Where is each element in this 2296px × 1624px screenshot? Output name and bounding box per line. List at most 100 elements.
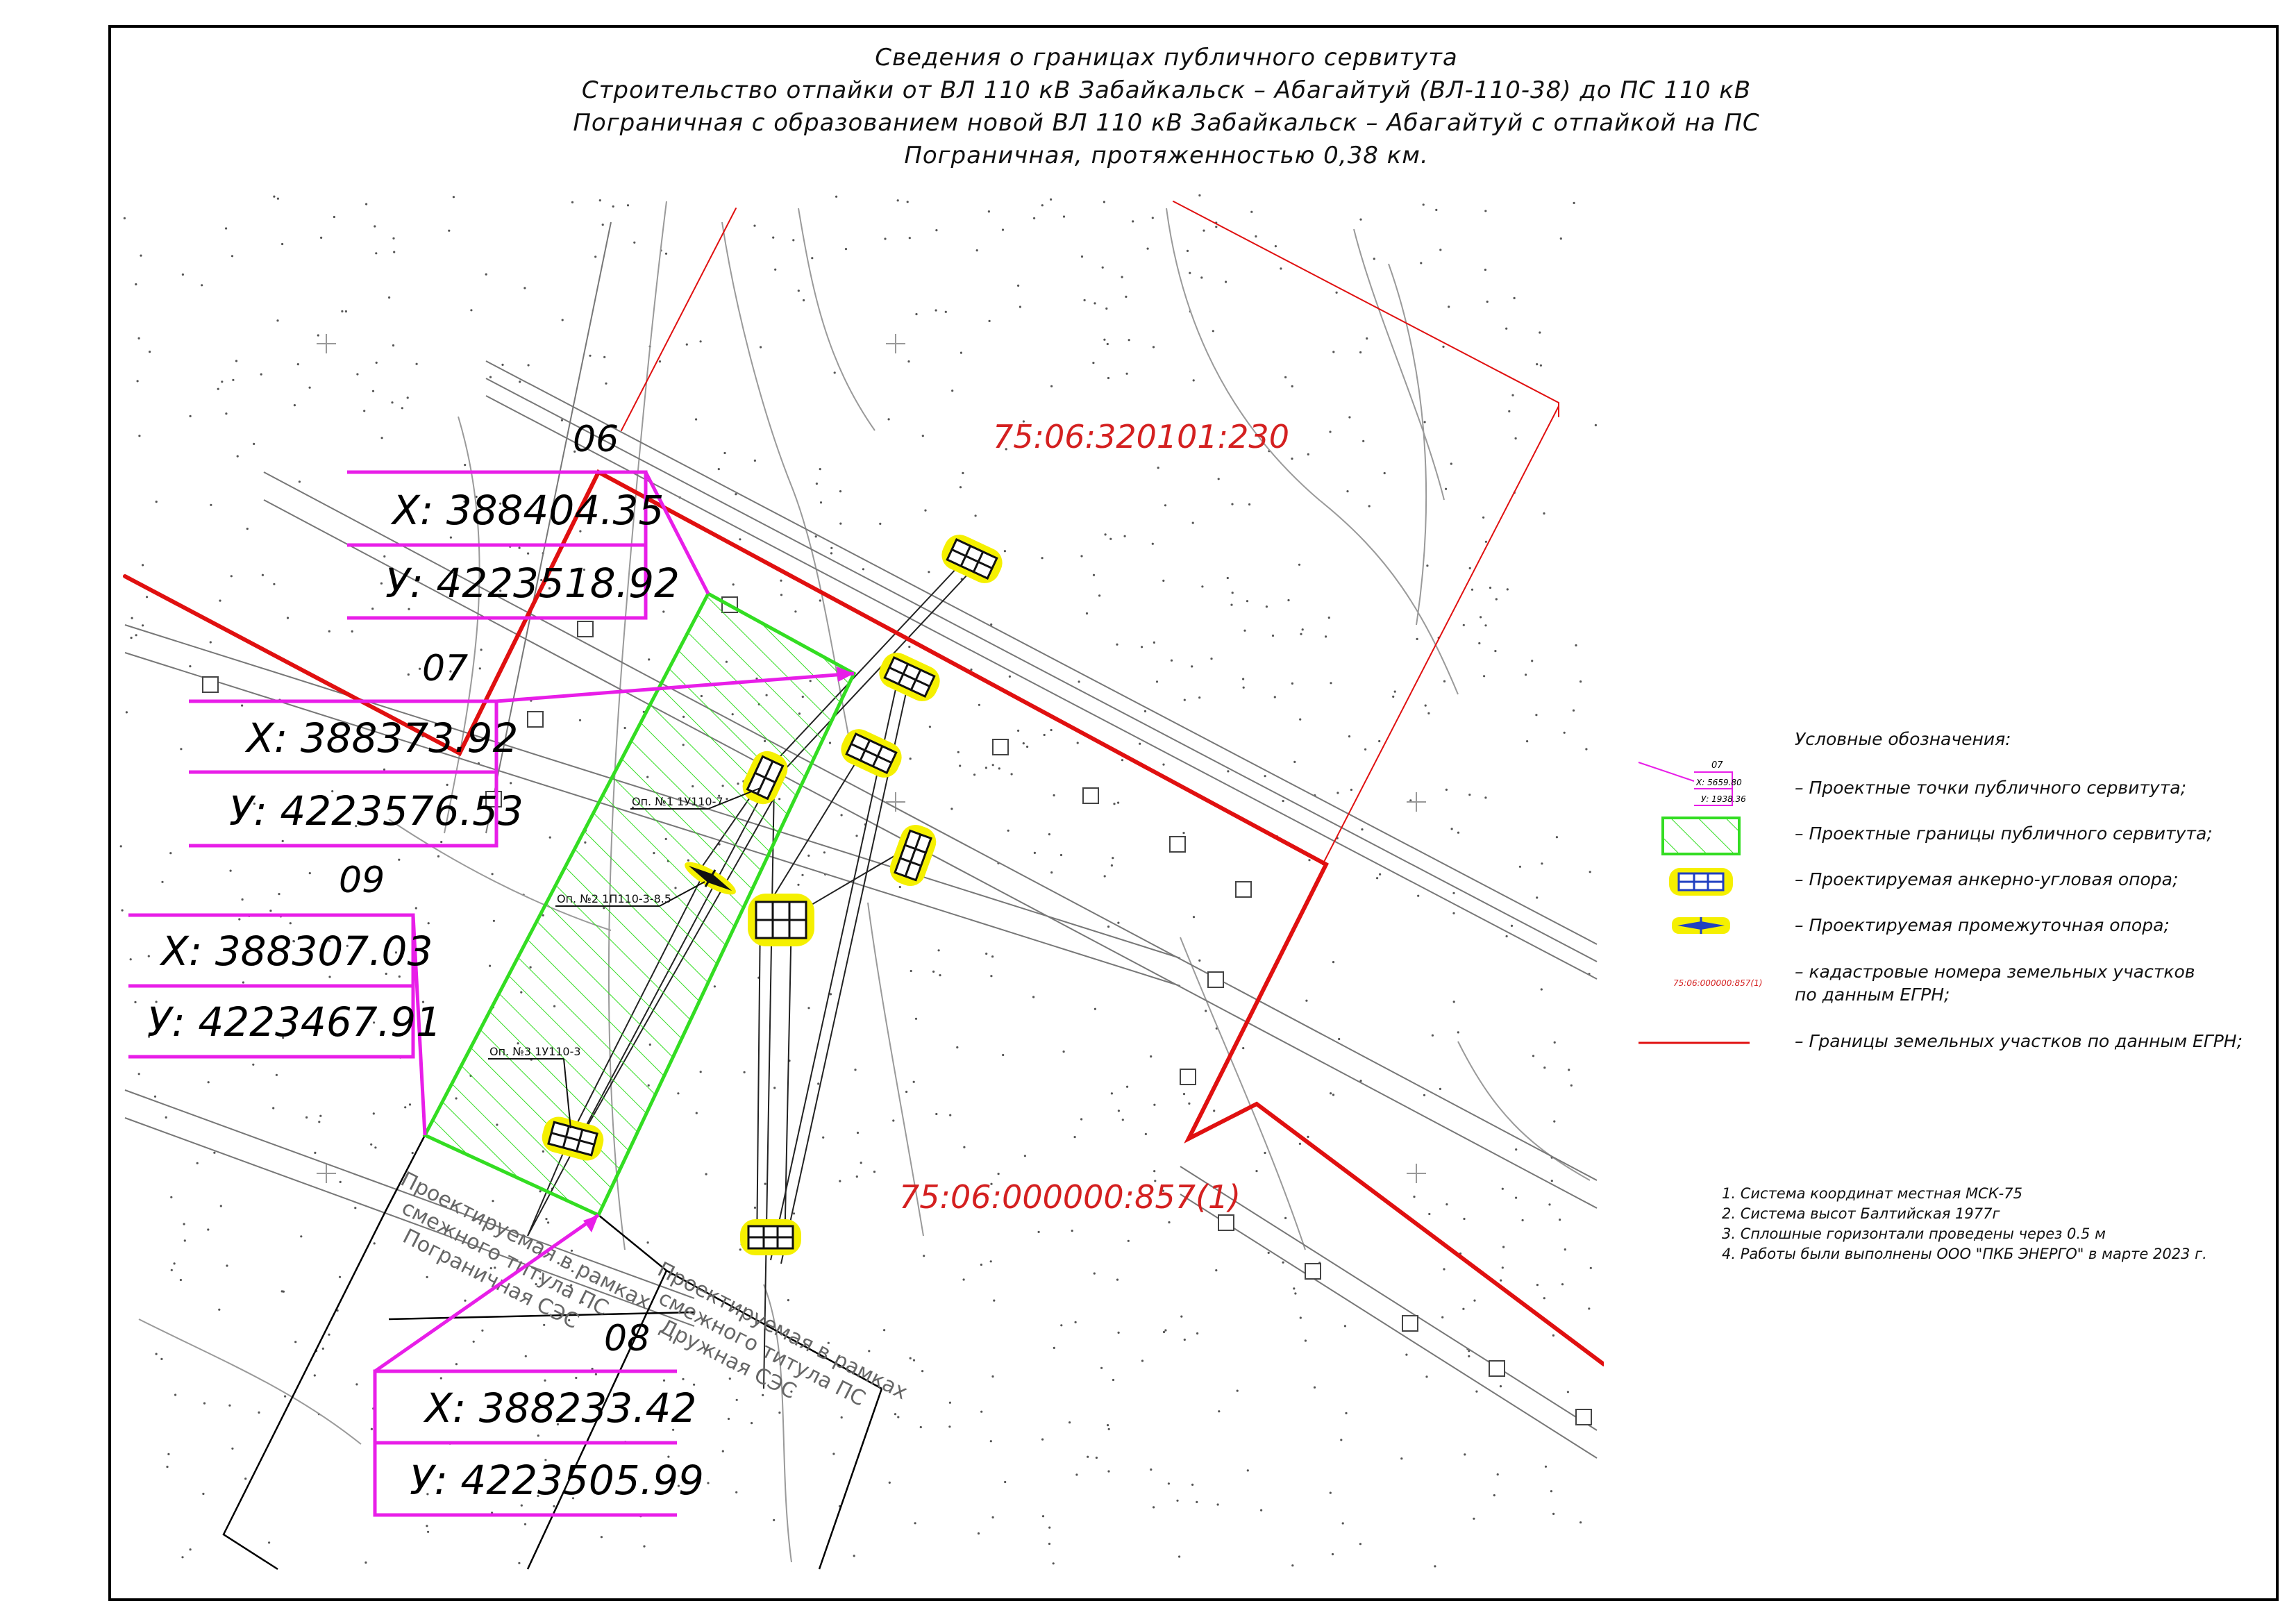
terrain-dot [418,667,421,670]
terrain-dot [219,1205,222,1207]
terrain-dot [915,312,918,316]
terrain-dot [1157,467,1159,469]
anchor-pole [542,1116,604,1161]
terrain-dot [714,1322,717,1325]
terrain-dot [1446,1203,1448,1206]
terrain-dot [1092,362,1095,365]
terrain-dot [1107,1470,1110,1473]
legend-servitude-swatch [1661,817,1741,855]
terrain-dot [1539,331,1541,334]
terrain-dot [119,845,122,848]
terrain-dot [1087,1455,1089,1458]
terrain-dot [643,1545,646,1548]
terrain-dot [1313,1386,1316,1389]
terrain-dot [956,1046,959,1049]
terrain-dot [492,1200,494,1203]
terrain-dot [1127,1239,1130,1242]
terrain-dot [1298,563,1301,566]
terrain-dot [1464,1453,1466,1456]
terrain-dot [1330,682,1332,685]
terrain-dot [792,1212,796,1215]
terrain-dot [819,468,821,471]
terrain-dot [458,1257,461,1259]
title-line-1: Сведения о границах публичного сервитута [875,44,1458,72]
terrain-dot [594,1373,598,1375]
terrain-dot [135,283,137,286]
parcel-boundaries [123,201,1604,1366]
terrain-dot [974,514,977,517]
terrain-dot [1168,1221,1171,1224]
terrain-dot [648,658,651,661]
terrain-dot [196,1162,199,1164]
terrain-dot [1198,194,1201,196]
terrain-dot [1153,1103,1156,1106]
terrain-dot [284,1395,287,1398]
terrain-dot [570,1284,573,1287]
terrain-dot [695,1112,698,1114]
terrain-dot [570,1249,573,1252]
adjacent-corridors [222,1135,883,1571]
terrain-dot [1473,1517,1475,1520]
terrain-dot [448,229,451,232]
terrain-dot [923,1255,925,1257]
terrain-dot [166,1466,169,1468]
terrain-dot [475,495,478,499]
terrain-dot [998,767,1000,770]
terrain-dot [854,1069,857,1071]
terrain-dot [1095,1456,1098,1459]
terrain-dot [1501,1187,1504,1190]
terrain-dot [662,1379,666,1382]
terrain-dot [1308,859,1311,862]
terrain-dot [1348,416,1351,419]
terrain-dot [293,404,296,407]
terrain-dot [1559,237,1562,240]
terrain-dot [1506,588,1509,591]
note-2: 2. Система высот Балтийская 1977г [1722,1205,2000,1222]
terrain-dot [977,1532,980,1535]
terrain-dot [1489,586,1492,589]
terrain-dot [1442,345,1445,348]
terrain-dot [1307,453,1309,456]
terrain-dot [571,201,574,203]
terrain-dot [1291,1564,1294,1567]
terrain-dot [1291,385,1293,388]
terrain-dot [130,637,133,639]
legend-anchor-pole [1669,868,1733,896]
terrain-dot [672,1428,675,1431]
terrain-dot [564,1255,567,1258]
terrain-dot [328,976,331,978]
terrain-dot [1468,567,1471,570]
terrain-dot [1200,276,1203,279]
terrain-dot [136,380,139,383]
terrain-dot [1359,1080,1362,1082]
terrain-dot [896,199,899,202]
terrain-dot [1373,258,1375,260]
terrain-dot [480,648,483,651]
terrain-dot [1332,961,1335,964]
terrain-dot [1510,924,1514,927]
terrain-dot [137,337,140,340]
terrain-dot [1162,1189,1165,1192]
terrain-dot [380,437,383,440]
terrain-dot [556,1423,560,1425]
terrain-dot [868,1350,871,1353]
point-09-y: У: 4223467.91 [147,998,442,1046]
terrain-dot [739,538,741,541]
terrain-dot [794,610,797,613]
terrain-dot [246,528,249,530]
terrain-dot [470,309,473,312]
terrain-dot [401,407,403,410]
terrain-dot [583,568,586,571]
terrain-dot [919,1425,922,1429]
point-callouts [128,470,855,1517]
terrain-dot [951,390,954,392]
terrain-dot [1264,1151,1266,1155]
terrain-dot [485,273,487,276]
terrain-dot [1107,1424,1109,1427]
terrain-dot [1198,696,1201,699]
title-line-2: Строительство отпайки от ВЛ 110 кВ Забай… [581,76,1752,104]
terrain-dot [280,1290,283,1293]
terrain-dot [354,1207,357,1209]
terrain-dot [1457,1031,1459,1034]
terrain-dot [1267,1251,1270,1254]
